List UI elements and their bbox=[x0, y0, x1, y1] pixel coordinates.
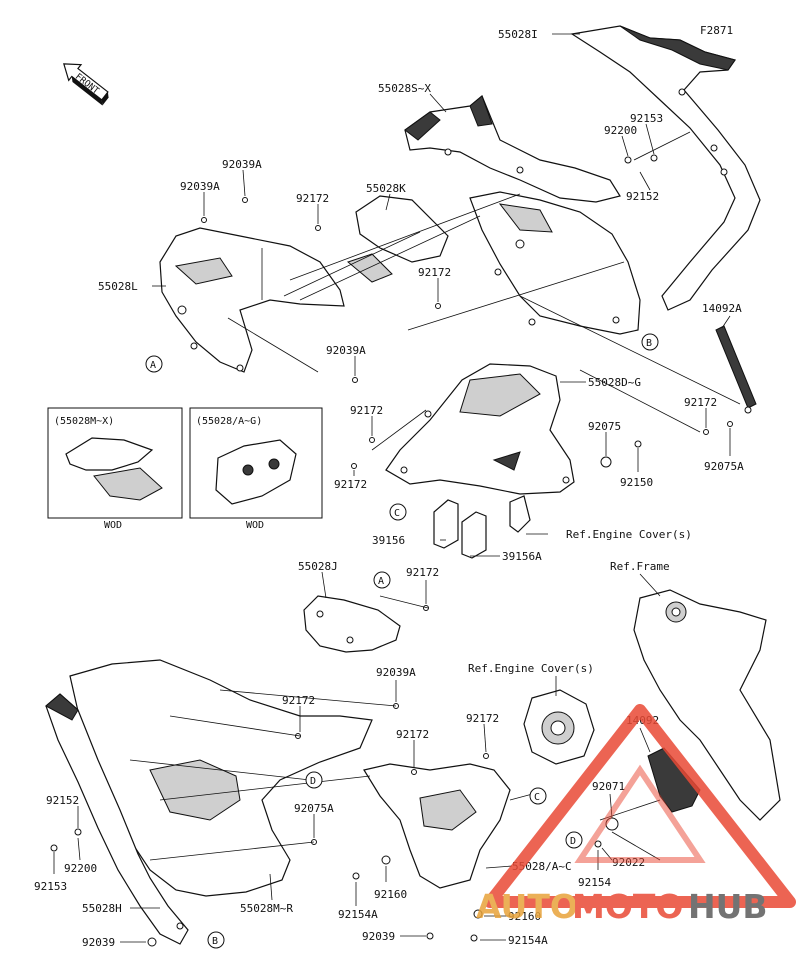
part-55028A-C-shape bbox=[363, 763, 511, 919]
watermark-logo: AUTO MOTO HUB bbox=[476, 704, 796, 926]
ref-engine-cover-2: Ref.Engine Cover(s) bbox=[468, 662, 594, 675]
label-92154: 92154 bbox=[578, 876, 611, 889]
label-92160-1: 92160 bbox=[374, 888, 407, 901]
inset-right-caption: WOD bbox=[246, 520, 264, 531]
label-92153-bot: 92153 bbox=[34, 880, 67, 893]
callout-A-2: A bbox=[373, 571, 391, 589]
part-upper-body-shape bbox=[469, 191, 641, 335]
label-92039A-2: 92039A bbox=[180, 180, 220, 193]
label-55028I: 55028I bbox=[498, 28, 538, 41]
assembly-lines-top bbox=[227, 131, 741, 451]
assembly-lines-bottom bbox=[129, 595, 661, 861]
callout-D-2: D bbox=[565, 831, 583, 849]
label-92075A-1: 92075A bbox=[704, 460, 744, 473]
callout-C-1: C bbox=[389, 503, 407, 521]
label-92200-top: 92200 bbox=[604, 124, 637, 137]
label-55028J: 55028J bbox=[298, 560, 338, 573]
callout-A-1: A bbox=[145, 355, 163, 373]
part-bracket-shape bbox=[509, 440, 642, 533]
svg-text:A: A bbox=[150, 360, 156, 371]
label-55028S-X: 55028S~X bbox=[378, 82, 431, 95]
label-92154A-1: 92154A bbox=[338, 908, 378, 921]
label-92172-2: 92172 bbox=[418, 266, 451, 279]
inset-left: (55028M~X) WOD bbox=[47, 407, 183, 531]
label-92154A-2: 92154A bbox=[508, 934, 548, 947]
label-92150: 92150 bbox=[620, 476, 653, 489]
ref-engine-cover-1: Ref.Engine Cover(s) bbox=[566, 528, 692, 541]
label-92039A-3: 92039A bbox=[326, 344, 366, 357]
label-55028D-G: 55028D~G bbox=[588, 376, 641, 389]
label-39156A: 39156A bbox=[502, 550, 542, 563]
label-92172-7: 92172 bbox=[282, 694, 315, 707]
label-92172-5: 92172 bbox=[334, 478, 367, 491]
label-92152-top: 92152 bbox=[626, 190, 659, 203]
part-55028L-shape bbox=[159, 227, 345, 373]
svg-text:C: C bbox=[534, 792, 540, 803]
label-92039-b: 92039 bbox=[82, 936, 115, 949]
label-92172-9: 92172 bbox=[396, 728, 429, 741]
inset-left-caption: WOD bbox=[104, 520, 122, 531]
watermark-triangle-icon bbox=[484, 704, 796, 908]
label-92172-6: 92172 bbox=[406, 566, 439, 579]
front-arrow-icon: FRONT bbox=[63, 63, 109, 106]
part-55028H-shape bbox=[45, 693, 189, 945]
svg-text:C: C bbox=[394, 508, 400, 519]
label-55028H: 55028H bbox=[82, 902, 122, 915]
label-92039: 92039 bbox=[362, 930, 395, 943]
fasteners-top bbox=[201, 154, 733, 469]
callout-C-2: C bbox=[529, 787, 547, 805]
label-92172-8: 92172 bbox=[466, 712, 499, 725]
svg-text:D: D bbox=[310, 776, 316, 787]
fasteners-bottom bbox=[50, 605, 489, 947]
inset-left-title: (55028M~X) bbox=[54, 416, 114, 427]
callout-B-2: B bbox=[207, 931, 225, 949]
label-92075: 92075 bbox=[588, 420, 621, 433]
svg-text:A: A bbox=[378, 576, 384, 587]
svg-text:B: B bbox=[646, 338, 652, 349]
label-92071: 92071 bbox=[592, 780, 625, 793]
frame-ref-shape bbox=[633, 589, 781, 821]
part-55028M-R-shape bbox=[69, 659, 373, 897]
svg-text:D: D bbox=[570, 836, 576, 847]
label-leaders bbox=[53, 33, 731, 943]
label-92160-2: 92160 bbox=[508, 910, 541, 923]
part-39156-shape bbox=[433, 499, 487, 559]
part-55028J-shape bbox=[303, 595, 401, 653]
label-14092A: 14092A bbox=[702, 302, 742, 315]
label-92172-3: 92172 bbox=[350, 404, 383, 417]
watermark-auto: AUTO bbox=[476, 887, 578, 926]
label-92172-1: 92172 bbox=[296, 192, 329, 205]
part-55028S-X-shape bbox=[404, 95, 621, 203]
watermark-hub: HUB bbox=[688, 887, 768, 926]
label-92200-bot: 92200 bbox=[64, 862, 97, 875]
label-55028L: 55028L bbox=[98, 280, 138, 293]
ref-frame: Ref.Frame bbox=[610, 560, 670, 573]
label-92039A-4: 92039A bbox=[376, 666, 416, 679]
label-92172-4: 92172 bbox=[684, 396, 717, 409]
inset-right: (55028/A~G) WOD bbox=[189, 407, 323, 531]
label-55028M-R: 55028M~R bbox=[240, 902, 293, 915]
svg-text:B: B bbox=[212, 936, 218, 947]
callout-D-1: D bbox=[305, 771, 323, 789]
part-55028I-shape bbox=[570, 25, 761, 311]
label-92075A-2: 92075A bbox=[294, 802, 334, 815]
watermark-moto: MOTO bbox=[572, 887, 683, 926]
part-14092A-shape bbox=[715, 325, 757, 414]
label-39156: 39156 bbox=[372, 534, 405, 547]
part-labels: 55028I 55028S~X 92153 92200 92152 92039A… bbox=[34, 28, 744, 949]
callout-B-1: B bbox=[641, 333, 659, 351]
label-92039A-1: 92039A bbox=[222, 158, 262, 171]
label-92153-top: 92153 bbox=[630, 112, 663, 125]
engine-cover-ref-shape bbox=[523, 689, 595, 765]
label-92152-bot: 92152 bbox=[46, 794, 79, 807]
figure-code: F2871 bbox=[700, 24, 733, 37]
inset-right-title: (55028/A~G) bbox=[196, 416, 262, 427]
part-55028D-G-shape bbox=[385, 363, 575, 495]
label-55028K: 55028K bbox=[366, 182, 406, 195]
